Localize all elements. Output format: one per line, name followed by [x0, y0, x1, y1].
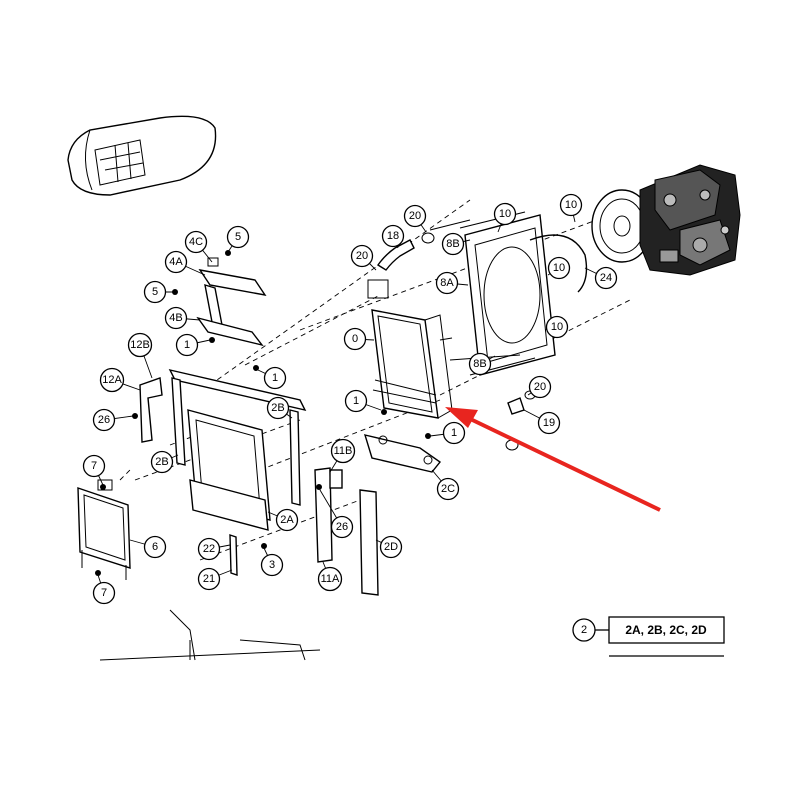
callout-circle	[92, 581, 116, 605]
callout-circle	[528, 375, 552, 399]
callout-circle	[143, 535, 167, 559]
callout-circle	[537, 411, 561, 435]
callout-circle	[493, 202, 517, 226]
callout-circle	[350, 244, 374, 268]
side-plates	[139, 377, 379, 596]
callout-circle	[164, 306, 188, 330]
callout-label: 22	[203, 543, 215, 555]
callout-label: 11B	[334, 445, 353, 457]
callout-label: 26	[98, 414, 110, 426]
callout-label: 1	[451, 427, 457, 439]
callout-label: 4B	[169, 312, 182, 324]
hoses	[377, 232, 536, 451]
callout-label: 2A	[280, 514, 294, 526]
callout-label: 2D	[384, 541, 398, 553]
callout-circle	[266, 396, 290, 420]
callout-label: 8B	[473, 358, 486, 370]
callout-circle	[82, 454, 106, 478]
callout-circle	[184, 230, 208, 254]
legend: 2 2A, 2B, 2C, 2D	[572, 616, 725, 657]
callout-label: 1	[184, 339, 190, 351]
fasteners	[95, 250, 431, 576]
callout-label: 10	[499, 208, 511, 220]
callout-label: 10	[551, 321, 563, 333]
callout-label: 6	[152, 541, 158, 553]
callout-label: 8B	[446, 238, 459, 250]
callout-circle	[344, 389, 368, 413]
callout-circle	[197, 567, 221, 591]
callout-circle	[403, 204, 427, 228]
callout-circle	[441, 232, 465, 256]
callout-circle	[197, 537, 221, 561]
callout-label: 0	[352, 333, 358, 345]
callout-label: 20	[534, 381, 546, 393]
callout-circle	[92, 408, 116, 432]
callout-label: 18	[387, 230, 399, 242]
radiator-core	[367, 279, 453, 419]
callout-circle	[226, 225, 250, 249]
callout-circle	[263, 366, 287, 390]
callout-circle	[127, 332, 153, 358]
callout-circle	[379, 535, 403, 559]
callout-circle	[559, 193, 583, 217]
callout-label: 2B	[271, 402, 284, 414]
callout-circle	[468, 352, 492, 376]
callout-circle	[150, 450, 174, 474]
callout-label: 1	[272, 372, 278, 384]
callout-circle	[175, 333, 199, 357]
callout-label: 4A	[169, 256, 183, 268]
base-fragment	[99, 609, 321, 661]
callout-label: 12A	[102, 374, 122, 386]
callout-label: 1	[353, 395, 359, 407]
callout-circle	[330, 515, 354, 539]
oil-cooler	[77, 479, 131, 580]
callout-circle	[436, 477, 460, 501]
callout-circle	[547, 256, 571, 280]
callout-label: 20	[356, 250, 368, 262]
callout-circle	[545, 315, 569, 339]
callout-label: 8A	[440, 277, 454, 289]
upper-brackets	[196, 257, 267, 347]
callout-label: 2B	[155, 456, 168, 468]
callout-label: 20	[409, 210, 421, 222]
red-pointer-arrow	[445, 407, 661, 512]
callout-label: 3	[269, 559, 275, 571]
fan-shroud	[429, 211, 588, 376]
callout-label: 4C	[189, 236, 203, 248]
callout-label: 7	[91, 460, 97, 472]
engine-assembly	[591, 164, 741, 276]
callout-circle	[164, 250, 188, 274]
callout-label: 19	[543, 417, 555, 429]
callout-circle	[442, 421, 466, 445]
callout-label: 11A	[321, 573, 340, 585]
legend-value: 2A, 2B, 2C, 2D	[625, 623, 707, 637]
callout-circle	[275, 508, 299, 532]
callout-label: 5	[152, 286, 158, 298]
callout-circle	[260, 553, 284, 577]
legend-key: 2	[581, 624, 587, 636]
callout-label: 5	[235, 231, 241, 243]
callout-label: 10	[565, 199, 577, 211]
callout-label: 21	[203, 573, 215, 585]
legend-box	[608, 616, 725, 644]
bracket-2C	[363, 434, 442, 473]
radiator-frame	[168, 368, 307, 576]
callout-circle	[143, 280, 167, 304]
callout-circle	[435, 271, 459, 295]
callout-circle	[317, 566, 343, 592]
cab-fragment	[67, 115, 217, 196]
callout-circle	[381, 224, 405, 248]
callout-label: 26	[336, 521, 348, 533]
callout-circle	[330, 438, 356, 464]
callout-label: 10	[553, 262, 565, 274]
callout-labels: 4C 5 4A 5 4B 1 1 12B 12A 26 2B 2B 7 6 7 22 21 3 2A 11B 26 11A…	[82, 193, 618, 605]
callout-circle	[343, 327, 367, 351]
callout-circle	[594, 266, 618, 290]
callout-circle	[99, 367, 125, 393]
callout-label: 24	[600, 272, 612, 284]
callout-label: 2C	[441, 483, 455, 495]
callout-label: 12B	[130, 339, 150, 351]
callout-label: 7	[101, 587, 107, 599]
